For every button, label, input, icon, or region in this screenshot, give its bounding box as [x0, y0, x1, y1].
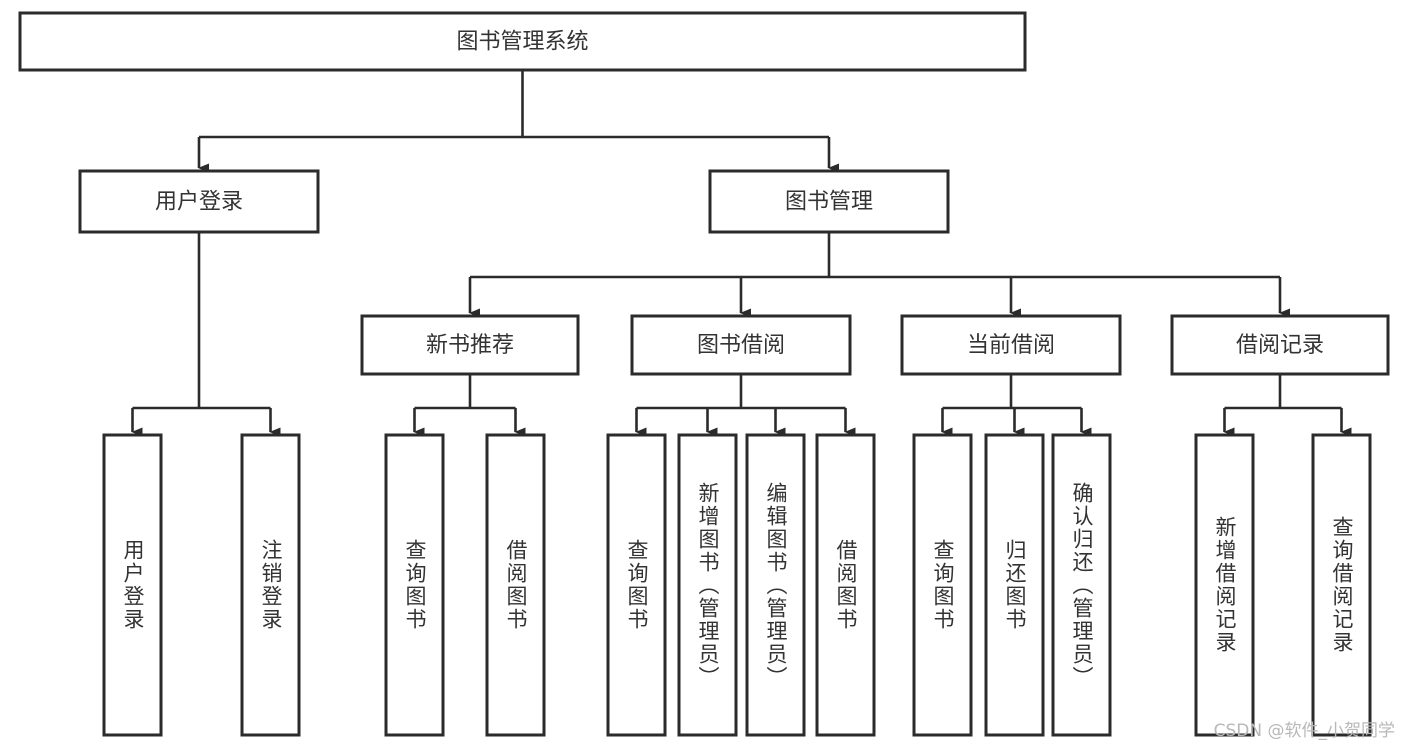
node-root-label: 图书管理系统: [456, 30, 588, 55]
node-leaf-confirm-return[interactable]: [1051, 433, 1112, 737]
node-leaf-query-book-2-rect[interactable]: [606, 433, 667, 737]
node-current-borrow-rect[interactable]: [900, 314, 1122, 376]
node-current-borrow[interactable]: 当前借阅: [900, 314, 1122, 376]
node-leaf-add-record[interactable]: [1194, 433, 1255, 737]
node-leaf-user-login[interactable]: [102, 433, 163, 737]
node-leaf-query-book-2[interactable]: [606, 433, 667, 737]
node-book-manage-label: 图书管理: [785, 190, 873, 215]
watermark: CSDN @软件_小贺同学: [1213, 721, 1395, 741]
node-root[interactable]: 图书管理系统: [18, 11, 1027, 72]
node-leaf-confirm-return-rect[interactable]: [1051, 433, 1112, 737]
node-new-book-recommend-rect[interactable]: [360, 314, 580, 376]
node-new-book-recommend[interactable]: 新书推荐: [360, 314, 580, 376]
node-book-borrow[interactable]: 图书借阅: [630, 314, 852, 376]
node-user-login-label: 用户登录: [155, 190, 243, 215]
node-leaf-query-book-1-rect[interactable]: [384, 433, 445, 737]
node-leaf-add-book[interactable]: [677, 433, 738, 737]
node-user-login[interactable]: 用户登录: [78, 169, 320, 234]
node-current-borrow-label: 当前借阅: [967, 333, 1055, 358]
node-leaf-query-book-3-rect[interactable]: [912, 433, 973, 737]
node-leaf-user-login-rect[interactable]: [102, 433, 163, 737]
node-book-borrow-rect[interactable]: [630, 314, 852, 376]
node-leaf-user-logout-rect[interactable]: [240, 433, 301, 737]
node-borrow-record-rect[interactable]: [1170, 314, 1390, 376]
node-leaf-user-logout[interactable]: [240, 433, 301, 737]
node-leaf-query-record[interactable]: [1311, 433, 1372, 737]
node-borrow-record-label: 借阅记录: [1236, 333, 1324, 358]
node-leaf-return-book-rect[interactable]: [984, 433, 1045, 737]
node-new-book-recommend-label: 新书推荐: [426, 333, 514, 358]
node-leaf-borrow-book-2-rect[interactable]: [815, 433, 876, 737]
node-leaf-query-record-rect[interactable]: [1311, 433, 1372, 737]
node-leaf-query-book-1[interactable]: [384, 433, 445, 737]
connector-layer: [131, 70, 1352, 437]
node-leaf-borrow-book-1[interactable]: [485, 433, 546, 737]
node-leaf-edit-book[interactable]: [745, 433, 806, 737]
node-leaf-borrow-book-1-rect[interactable]: [485, 433, 546, 737]
node-book-manage[interactable]: 图书管理: [708, 169, 950, 234]
node-book-borrow-label: 图书借阅: [697, 333, 785, 358]
node-leaf-query-book-3[interactable]: [912, 433, 973, 737]
node-leaf-edit-book-rect[interactable]: [745, 433, 806, 737]
node-leaf-return-book[interactable]: [984, 433, 1045, 737]
node-borrow-record[interactable]: 借阅记录: [1170, 314, 1390, 376]
node-leaf-borrow-book-2[interactable]: [815, 433, 876, 737]
node-root-rect[interactable]: [18, 11, 1027, 72]
node-book-manage-rect[interactable]: [708, 169, 950, 234]
node-leaf-add-record-rect[interactable]: [1194, 433, 1255, 737]
node-user-login-rect[interactable]: [78, 169, 320, 234]
node-leaf-add-book-rect[interactable]: [677, 433, 738, 737]
